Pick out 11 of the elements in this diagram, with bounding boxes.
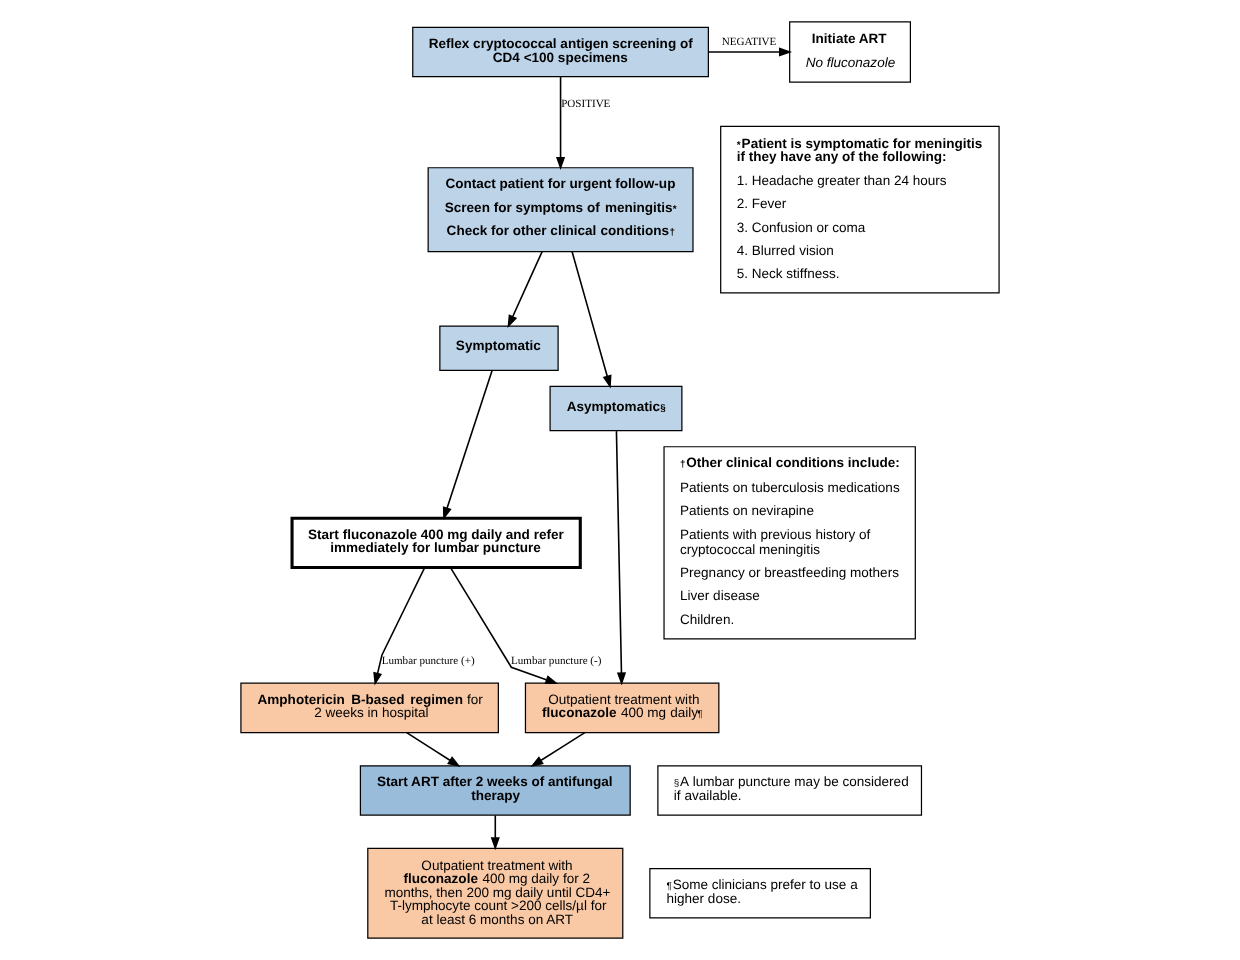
arrow xyxy=(507,250,543,329)
arrow xyxy=(490,814,500,851)
arrow xyxy=(556,75,566,171)
arrow xyxy=(373,566,426,686)
arrow xyxy=(530,731,586,768)
arrow xyxy=(571,250,612,389)
arrow xyxy=(442,369,493,521)
arrow xyxy=(449,567,559,684)
arrow xyxy=(405,731,461,768)
arrow xyxy=(707,47,793,57)
arrow xyxy=(615,430,627,686)
